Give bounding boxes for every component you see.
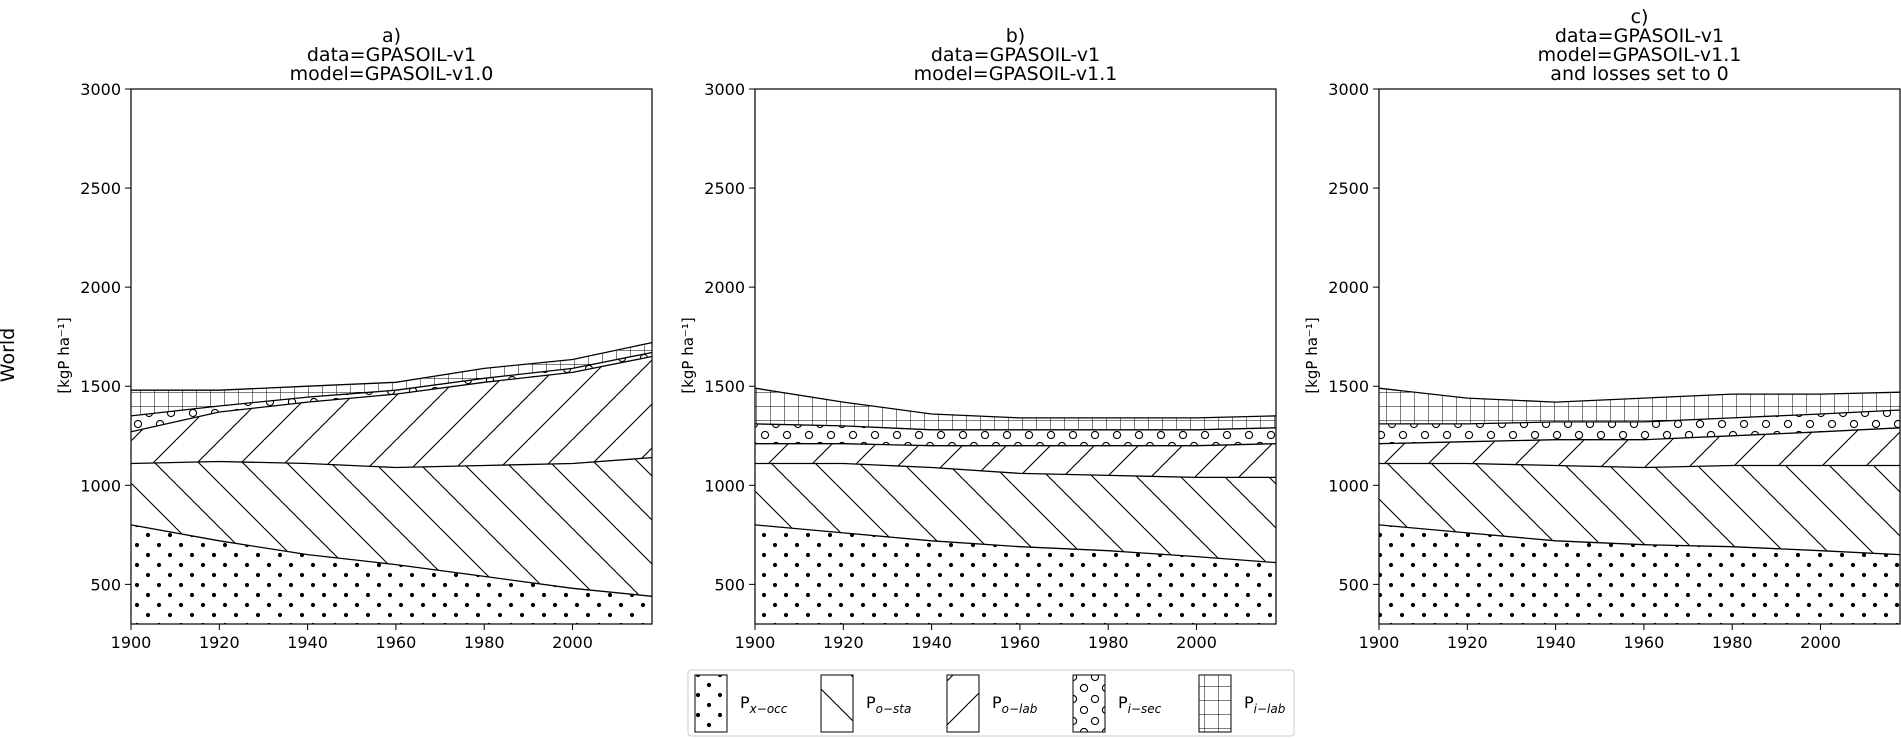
boundary-grid: [755, 387, 1276, 419]
y-tick-label: 3000: [704, 80, 745, 99]
panel-title-line: and losses set to 0: [1550, 63, 1728, 85]
y-tick-label: 1500: [1328, 377, 1369, 396]
x-tick-label: 1960: [376, 633, 417, 652]
area-fwd: [1379, 427, 1900, 468]
panel-a: 1900 1920 1940 1960 1980 2000 500 1000 1500 2000 2…: [55, 25, 653, 652]
legend-swatch-circles: [1072, 674, 1106, 733]
legend-label-grid: Pi−lab: [1244, 693, 1286, 716]
legend: Px−occ Po−sta Po−lab Pi−sec Pi−lab: [687, 669, 1295, 737]
x-tick-label: 1940: [1535, 633, 1576, 652]
x-tick-label: 1900: [1359, 633, 1400, 652]
y-tick-label: 2500: [1328, 179, 1369, 198]
x-tick-label: 1920: [199, 633, 240, 652]
area-dots: [131, 524, 652, 624]
y-tick-label: 2000: [1328, 278, 1369, 297]
x-tick-label: 2000: [552, 633, 593, 652]
x-tick-label: 1980: [1712, 633, 1753, 652]
x-tick-label: 1920: [1447, 633, 1488, 652]
legend-swatch-dots: [694, 674, 728, 733]
legend-label-circles: Pi−sec: [1118, 693, 1162, 716]
area-circles: [131, 352, 652, 432]
area-dots: [755, 524, 1276, 624]
y-tick-label: 500: [714, 575, 745, 594]
plot-area: [1379, 387, 1900, 624]
legend-swatch-fwd: [946, 674, 980, 733]
y-tick-label: 1000: [80, 476, 121, 495]
legend-label-dots: Px−occ: [740, 693, 788, 716]
panel-title-line: b): [1006, 25, 1025, 47]
row-label: World: [0, 328, 19, 382]
area-fwd: [131, 356, 652, 468]
x-tick-label: 1900: [111, 633, 152, 652]
plot-area: [131, 341, 652, 624]
x-tick-label: 1940: [911, 633, 952, 652]
boundary-grid: [131, 341, 652, 391]
area-grid: [1379, 388, 1900, 424]
y-tick-label: 500: [90, 575, 121, 594]
legend-label-back: Po−sta: [866, 693, 911, 716]
legend-swatch-back: [820, 674, 854, 733]
y-tick-label: 2000: [704, 278, 745, 297]
y-tick-label: 1500: [704, 377, 745, 396]
y-axis-label: [kgP ha⁻¹]: [1303, 317, 1321, 393]
y-tick-label: 3000: [1328, 80, 1369, 99]
panel-b: 1900 1920 1940 1960 1980 2000 500 1000 1500 2000 2…: [679, 25, 1277, 652]
x-tick-label: 1900: [735, 633, 776, 652]
plot-area: [755, 387, 1276, 624]
y-tick-label: 3000: [80, 80, 121, 99]
area-back: [1379, 463, 1900, 555]
y-tick-label: 1000: [704, 476, 745, 495]
y-tick-label: 1500: [80, 377, 121, 396]
area-dots: [1379, 524, 1900, 624]
axes-frame: [130, 88, 653, 625]
boundary-grid: [1379, 387, 1900, 403]
x-tick-label: 1980: [1088, 633, 1129, 652]
panel-title-line: c): [1631, 6, 1649, 28]
y-tick-label: 500: [1338, 575, 1369, 594]
area-grid: [755, 388, 1276, 430]
y-axis-label: [kgP ha⁻¹]: [55, 317, 73, 393]
legend-swatch-grid: [1198, 674, 1232, 733]
panel-c: 1900 1920 1940 1960 1980 2000 500 1000 1500 2000 2…: [1303, 6, 1901, 652]
legend-label-fwd: Po−lab: [992, 693, 1038, 716]
x-tick-label: 1960: [1624, 633, 1665, 652]
area-fwd: [755, 443, 1276, 478]
x-tick-label: 2000: [1176, 633, 1217, 652]
x-tick-label: 2000: [1800, 633, 1841, 652]
panel-title-line: model=GPASOIL-v1.1: [914, 63, 1118, 85]
area-back: [131, 457, 652, 597]
panel-title-line: model=GPASOIL-v1.0: [290, 63, 494, 85]
y-tick-label: 2500: [80, 179, 121, 198]
x-tick-label: 1980: [464, 633, 505, 652]
area-grid: [131, 342, 652, 416]
panel-title-line: data=GPASOIL-v1: [307, 44, 476, 66]
area-circles: [1379, 410, 1900, 444]
y-tick-label: 2500: [704, 179, 745, 198]
axes-frame: [1378, 88, 1901, 625]
y-tick-label: 2000: [80, 278, 121, 297]
y-axis-label: [kgP ha⁻¹]: [679, 317, 697, 393]
panel-title-line: a): [382, 25, 401, 47]
x-tick-label: 1960: [1000, 633, 1041, 652]
panel-title-line: data=GPASOIL-v1: [1555, 25, 1724, 47]
area-back: [755, 463, 1276, 563]
area-circles: [755, 423, 1276, 446]
panel-title-line: data=GPASOIL-v1: [931, 44, 1100, 66]
axes-frame: [754, 88, 1277, 625]
panel-title-line: model=GPASOIL-v1.1: [1538, 44, 1742, 66]
x-tick-label: 1940: [287, 633, 328, 652]
y-tick-label: 1000: [1328, 476, 1369, 495]
x-tick-label: 1920: [823, 633, 864, 652]
